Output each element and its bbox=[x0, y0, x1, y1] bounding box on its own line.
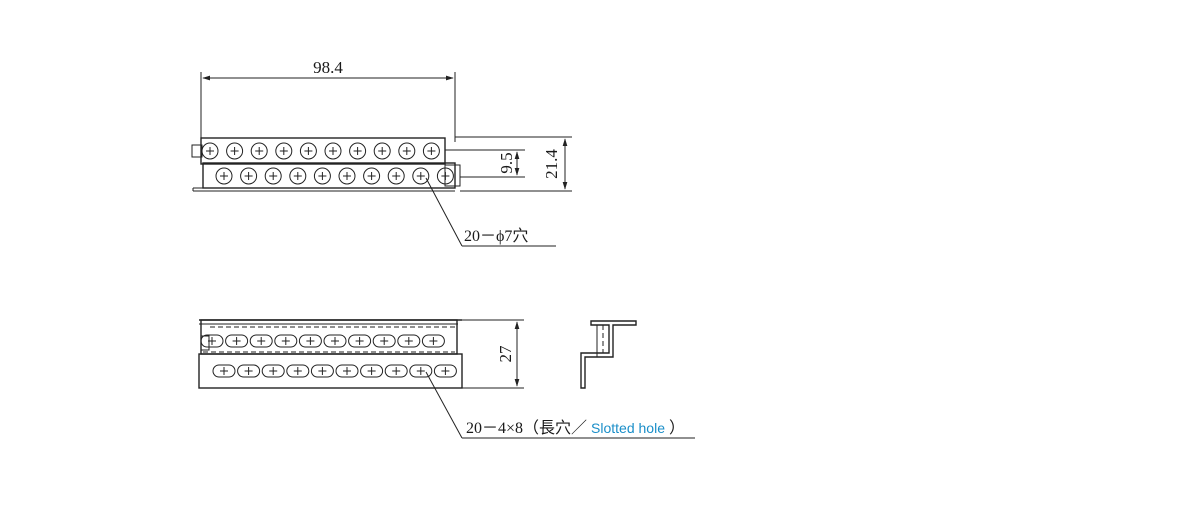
upper-flange bbox=[191, 137, 446, 165]
hole bbox=[436, 167, 454, 185]
hole bbox=[215, 167, 233, 185]
slot bbox=[348, 334, 372, 348]
hole bbox=[313, 167, 331, 185]
slot bbox=[335, 364, 359, 378]
slot bbox=[384, 364, 408, 378]
slot bbox=[225, 334, 249, 348]
slot-note: 20－4×8（長穴／ Slotted hole ） bbox=[466, 419, 685, 437]
hole bbox=[349, 142, 367, 160]
hole bbox=[201, 142, 219, 160]
hole bbox=[275, 142, 293, 160]
hole bbox=[250, 142, 268, 160]
slot bbox=[298, 334, 322, 348]
slot bbox=[409, 364, 433, 378]
hole bbox=[412, 167, 430, 185]
width-dim-label: 98.4 bbox=[313, 58, 343, 77]
hole bbox=[363, 167, 381, 185]
upper-slot-row bbox=[200, 334, 445, 348]
front-height-label: 27 bbox=[496, 345, 515, 363]
slot-note-suffix: ） bbox=[669, 419, 685, 437]
side-view bbox=[580, 320, 637, 389]
pitch-dim-label: 9.5 bbox=[497, 152, 516, 173]
slot bbox=[323, 334, 347, 348]
slot bbox=[261, 364, 285, 378]
pitch-dimension: 9.5 bbox=[445, 149, 525, 178]
width-dimension: 98.4 bbox=[200, 58, 456, 142]
slot bbox=[360, 364, 384, 378]
lower-hole-row bbox=[215, 167, 454, 185]
hole bbox=[226, 142, 244, 160]
hole bbox=[398, 142, 416, 160]
hole bbox=[264, 167, 282, 185]
slot bbox=[249, 334, 273, 348]
hole bbox=[373, 142, 391, 160]
hole-note: 20－ϕ7穴 bbox=[464, 227, 528, 245]
lower-flange bbox=[192, 162, 461, 192]
slot bbox=[421, 334, 445, 348]
slot bbox=[274, 334, 298, 348]
front-view: 27 20－4×8（長穴／ Slotted hole ） bbox=[198, 319, 695, 439]
slot-note-en: Slotted hole bbox=[591, 420, 665, 436]
slot-leader: 20－4×8（長穴／ Slotted hole ） bbox=[425, 371, 695, 439]
hole bbox=[240, 167, 258, 185]
slot bbox=[212, 364, 236, 378]
hole-leader: 20－ϕ7穴 bbox=[425, 177, 556, 247]
slot bbox=[397, 334, 421, 348]
hole bbox=[422, 142, 440, 160]
slot bbox=[237, 364, 261, 378]
hole bbox=[387, 167, 405, 185]
hole bbox=[338, 167, 356, 185]
height-dimension: 21.4 bbox=[455, 136, 572, 192]
height-dim-label: 21.4 bbox=[542, 149, 561, 179]
top-view: 98.4 9.5 bbox=[191, 58, 572, 247]
hole bbox=[289, 167, 307, 185]
slot-note-prefix: 20－4×8（長穴／ bbox=[466, 419, 587, 437]
slot bbox=[286, 364, 310, 378]
slot bbox=[200, 334, 224, 348]
slot bbox=[372, 334, 396, 348]
upper-hole-row bbox=[201, 142, 440, 160]
slot bbox=[310, 364, 334, 378]
front-height-dimension: 27 bbox=[462, 319, 524, 389]
hole bbox=[324, 142, 342, 160]
slot bbox=[433, 364, 457, 378]
hole bbox=[299, 142, 317, 160]
lower-slot-row bbox=[212, 364, 457, 378]
